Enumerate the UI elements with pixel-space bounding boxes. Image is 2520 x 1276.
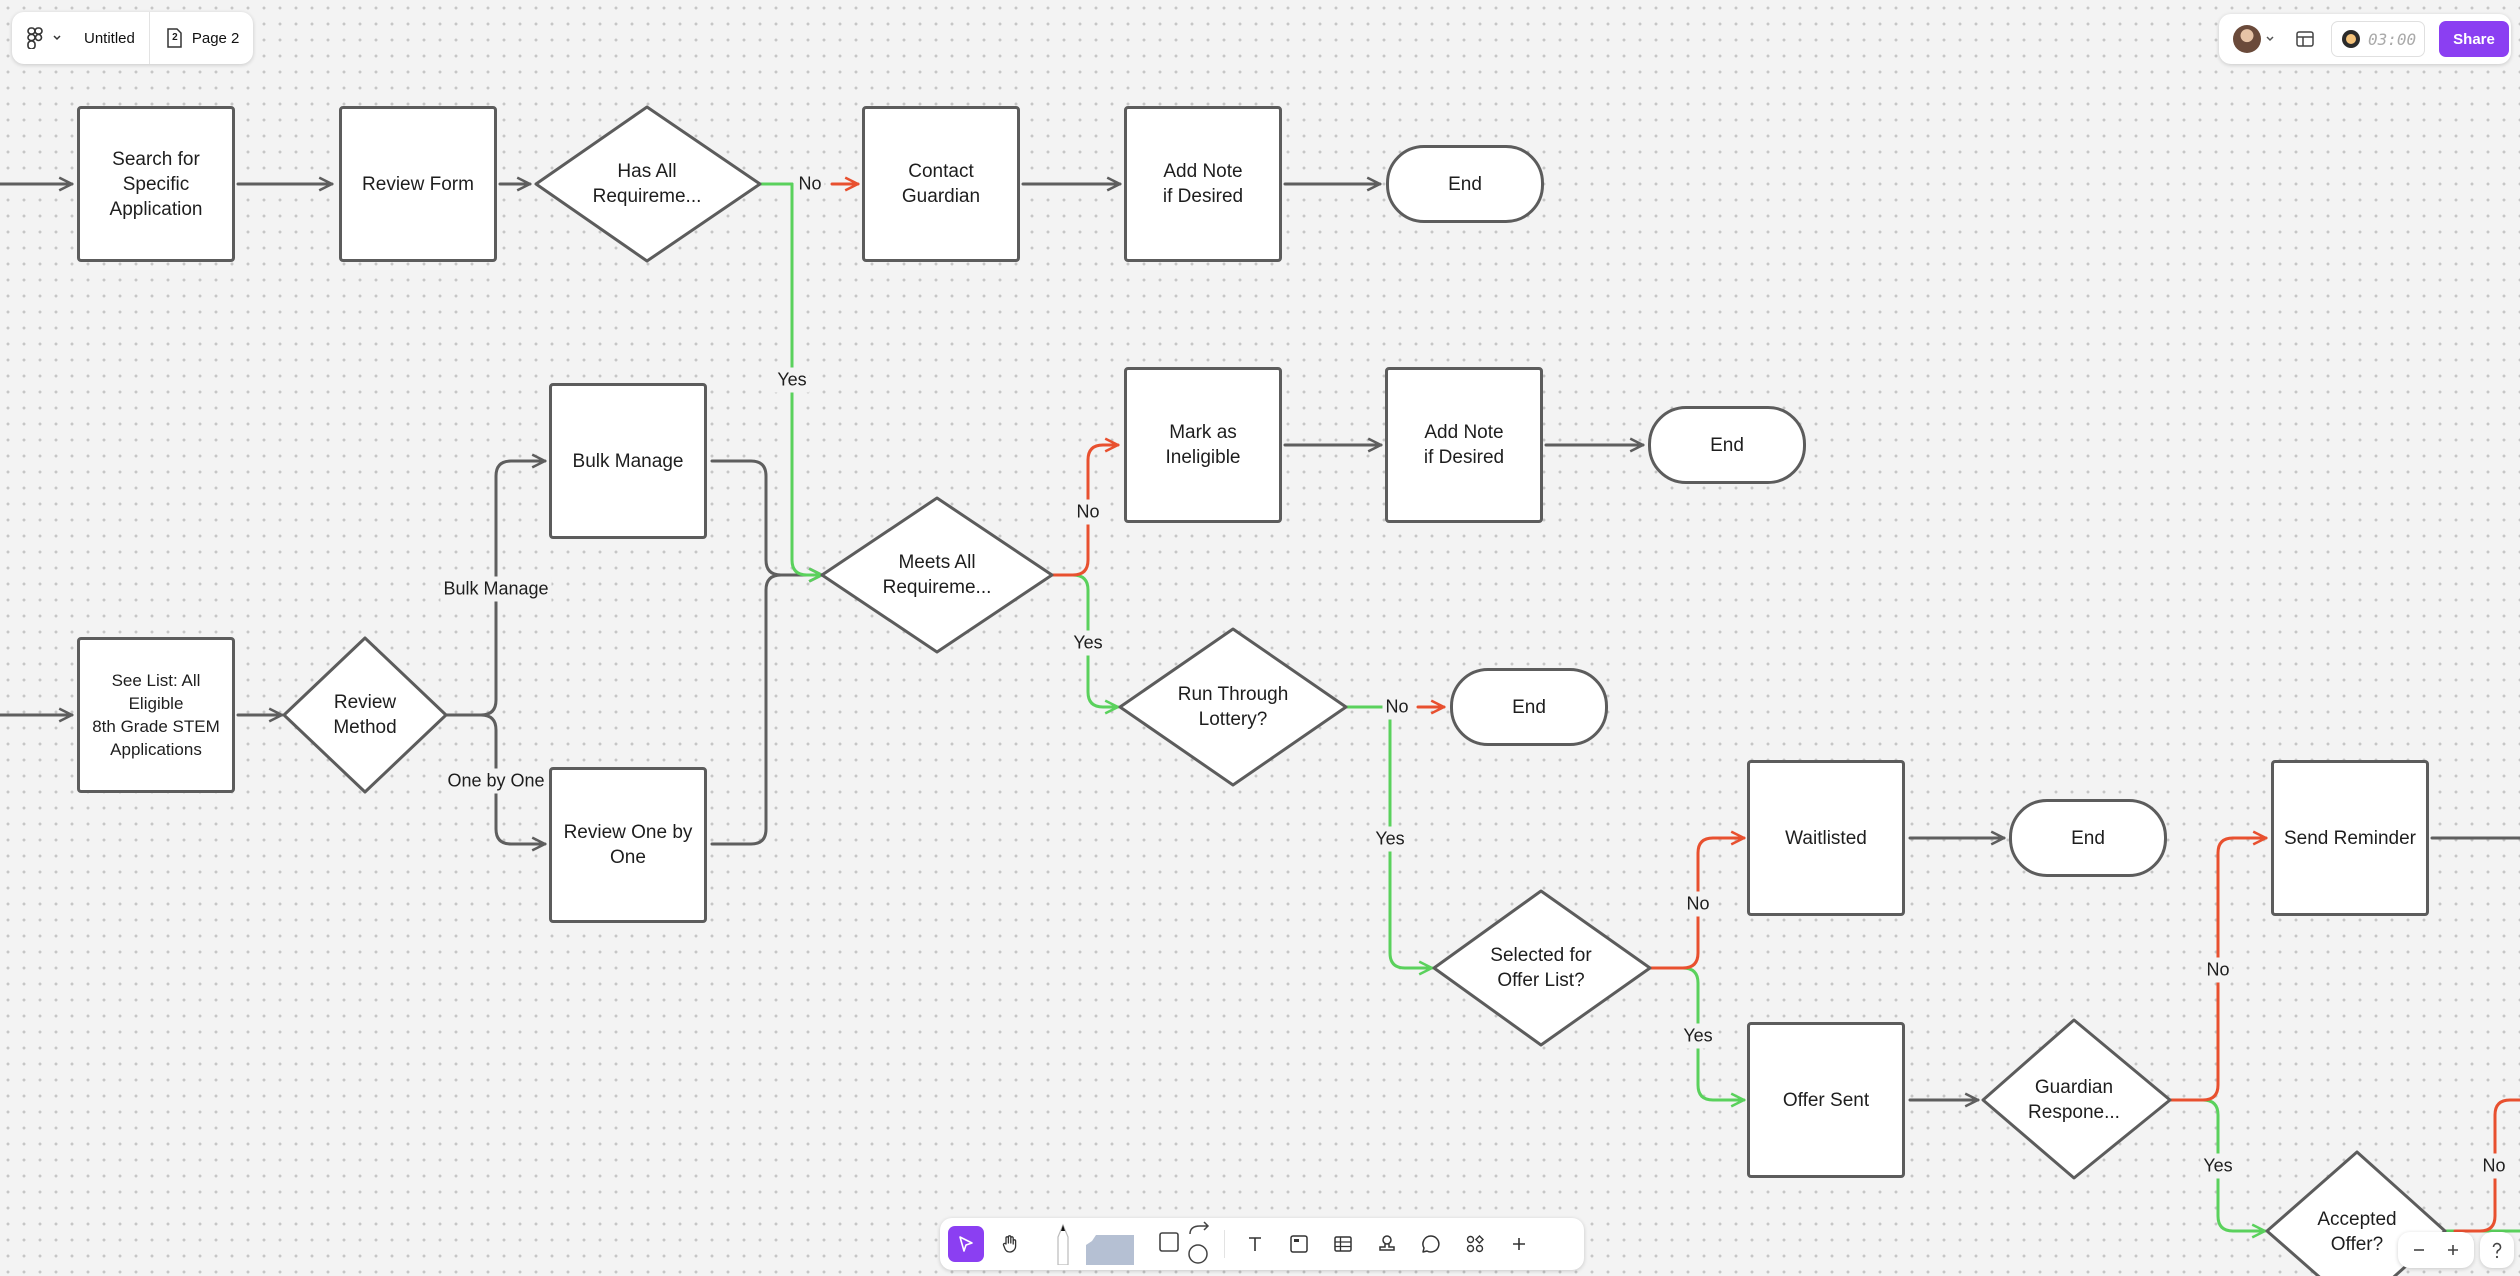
- comment-tool-button[interactable]: [1413, 1226, 1449, 1262]
- widgets-tool-button[interactable]: [1457, 1226, 1493, 1262]
- connector-shape-icon: [1186, 1220, 1212, 1269]
- shape-tools[interactable]: [1158, 1220, 1212, 1269]
- zoom-in-button[interactable]: [2438, 1235, 2468, 1265]
- comment-icon: [1421, 1234, 1441, 1254]
- node-contact-guardian[interactable]: Contact Guardian: [862, 106, 1020, 262]
- file-toolbar: Untitled 2 Page 2: [12, 12, 254, 64]
- hand-icon: [1000, 1234, 1020, 1254]
- node-end-3[interactable]: End: [1450, 668, 1608, 746]
- washi-tape-icon: [1082, 1229, 1138, 1270]
- edge-label-no: No: [795, 171, 825, 197]
- node-bulk-manage[interactable]: Bulk Manage: [549, 383, 707, 539]
- decision-meets-all-requirements[interactable]: [820, 496, 1054, 654]
- widgets-icon: [1465, 1234, 1485, 1254]
- chevron-down-icon: [52, 34, 62, 42]
- help-icon: [2489, 1241, 2505, 1259]
- figma-logo-icon: [26, 27, 44, 49]
- more-tools-button[interactable]: [1501, 1226, 1537, 1262]
- node-add-note-1[interactable]: Add Note if Desired: [1124, 106, 1282, 262]
- table-icon: [1333, 1234, 1353, 1254]
- decision-run-lottery[interactable]: [1118, 627, 1348, 787]
- decision-selected-offer[interactable]: [1432, 889, 1652, 1047]
- text-icon: [1246, 1235, 1264, 1253]
- node-review-form[interactable]: Review Form: [339, 106, 497, 262]
- table-tool-button[interactable]: [1325, 1226, 1361, 1262]
- decision-guardian-response[interactable]: [1981, 1018, 2172, 1180]
- zoom-controls: [2398, 1232, 2474, 1268]
- edge-lottery-yes: [1388, 705, 1432, 968]
- edge-hasall-yes: [790, 182, 822, 575]
- section-tool-button[interactable]: [1281, 1226, 1317, 1262]
- edge-label-one-by-one: One by One: [444, 768, 548, 794]
- plus-icon: [2446, 1243, 2460, 1257]
- bottom-toolbar: [940, 1218, 1584, 1270]
- timer[interactable]: 03:00: [2331, 21, 2426, 57]
- node-end-1[interactable]: End: [1386, 145, 1544, 223]
- layout-icon: [2295, 30, 2315, 48]
- node-end-2[interactable]: End: [1648, 406, 1806, 484]
- edge-label-no: No: [1382, 694, 1412, 720]
- section-icon: [1289, 1234, 1309, 1254]
- stamp-icon: [1377, 1234, 1397, 1254]
- node-end-4[interactable]: End: [2009, 799, 2167, 877]
- avatar: [2233, 25, 2261, 53]
- text-tool-button[interactable]: [1237, 1226, 1273, 1262]
- plus-icon: [1511, 1236, 1527, 1252]
- chevron-down-icon: [2265, 35, 2275, 43]
- file-name[interactable]: Untitled: [84, 29, 135, 47]
- node-waitlisted[interactable]: Waitlisted: [1747, 760, 1905, 916]
- page-name: Page 2: [191, 29, 240, 47]
- rectangle-shape-icon: [1158, 1231, 1180, 1258]
- edge-label-no: No: [2203, 957, 2233, 983]
- edge-label-no: No: [1073, 499, 1103, 525]
- edge-label-no: No: [2479, 1153, 2509, 1179]
- node-offer-sent[interactable]: Offer Sent: [1747, 1022, 1905, 1178]
- edge-label-yes: Yes: [1372, 826, 1408, 852]
- timer-value: 03:00: [2368, 29, 2417, 49]
- edge-label-yes: Yes: [1680, 1023, 1716, 1049]
- node-add-note-2[interactable]: Add Note if Desired: [1385, 367, 1543, 523]
- minus-icon: [2412, 1243, 2426, 1257]
- timer-icon: [2340, 28, 2362, 50]
- node-send-reminder[interactable]: Send Reminder: [2271, 760, 2429, 916]
- node-see-list[interactable]: See List: All Eligible 8th Grade STEM Ap…: [77, 637, 235, 793]
- user-avatar-menu[interactable]: [2233, 25, 2275, 53]
- node-mark-ineligible[interactable]: Mark as Ineligible: [1124, 367, 1282, 523]
- marker-icon: [1050, 1221, 1076, 1270]
- page-number: 2: [172, 32, 178, 43]
- decision-review-method[interactable]: [282, 636, 448, 794]
- page-selector-button[interactable]: 2 Page 2: [150, 12, 254, 64]
- main-menu-button[interactable]: Untitled: [12, 12, 149, 64]
- decision-has-all-requirements[interactable]: [534, 105, 762, 263]
- share-button[interactable]: Share: [2439, 21, 2509, 57]
- edge-label-bulk-manage: Bulk Manage: [440, 576, 552, 602]
- edge-bulk-meets: [710, 459, 822, 575]
- node-search-specific-application[interactable]: Search for Specific Application: [77, 106, 235, 262]
- layout-panel-button[interactable]: [2287, 21, 2323, 57]
- edge-one-meets: [710, 575, 822, 846]
- hand-tool-button[interactable]: [992, 1226, 1028, 1262]
- move-tool-button[interactable]: [948, 1226, 984, 1262]
- edge-label-yes: Yes: [774, 367, 810, 393]
- drawing-tools[interactable]: [1050, 1218, 1138, 1270]
- page-icon: 2: [164, 27, 184, 49]
- edge-label-no: No: [1683, 891, 1713, 917]
- zoom-out-button[interactable]: [2404, 1235, 2434, 1265]
- header-right: 03:00 Share: [2219, 14, 2511, 64]
- edge-label-yes: Yes: [1070, 630, 1106, 656]
- edge-label-yes: Yes: [2200, 1153, 2236, 1179]
- stamp-tool-button[interactable]: [1369, 1226, 1405, 1262]
- help-button[interactable]: [2480, 1232, 2514, 1268]
- node-review-one-by-one[interactable]: Review One by One: [549, 767, 707, 923]
- cursor-arrow-icon: [957, 1235, 975, 1253]
